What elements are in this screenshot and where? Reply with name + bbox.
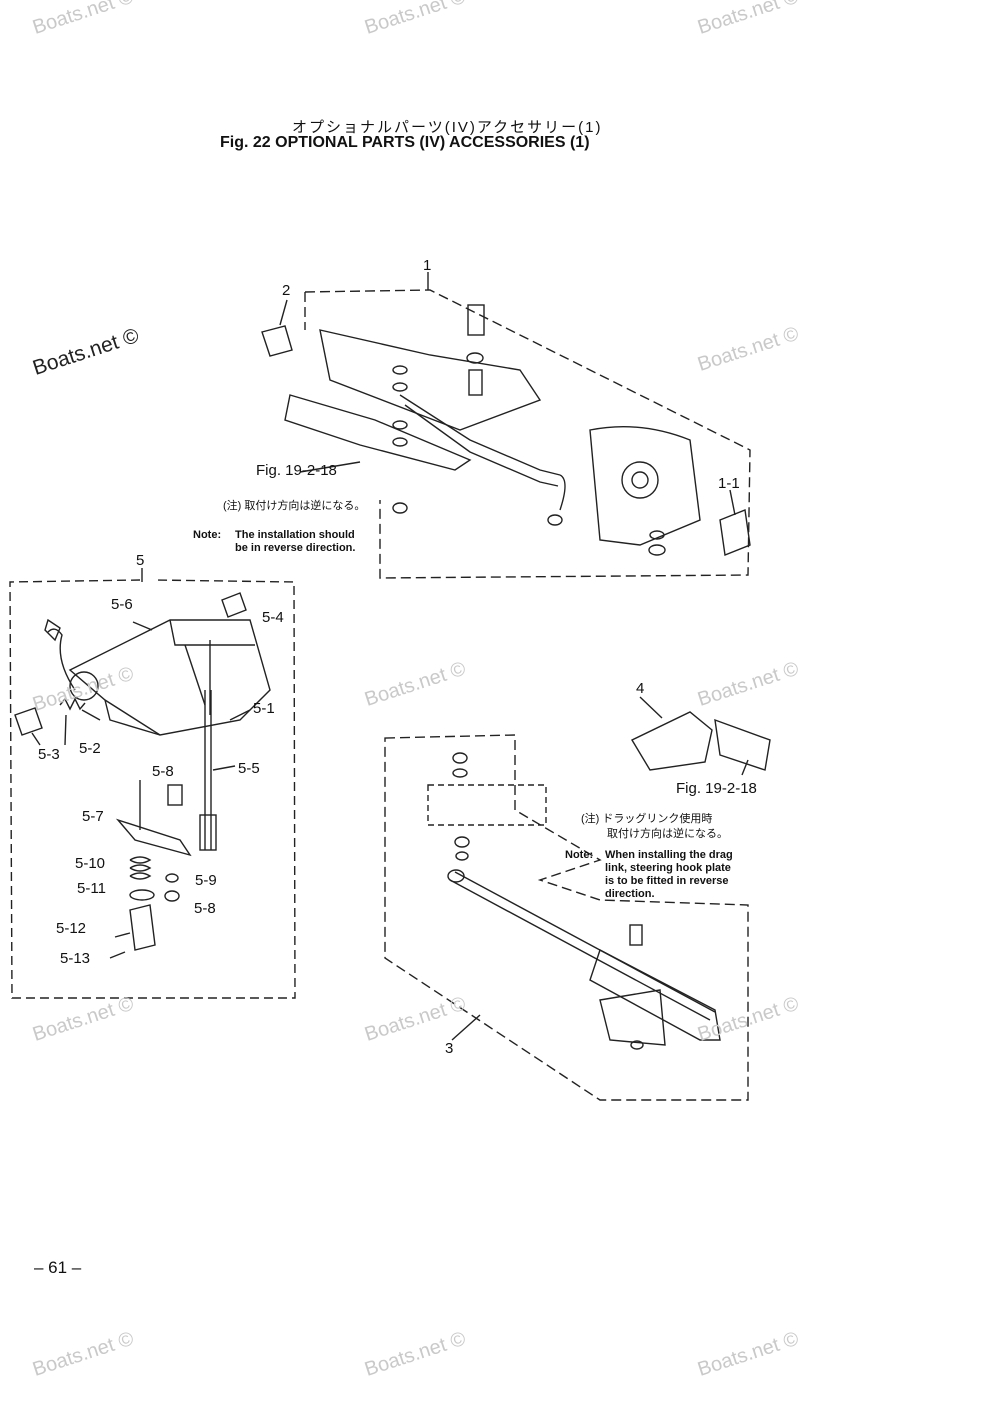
figure-reference-top: Fig. 19-2-18: [256, 462, 337, 479]
callout-5-7: 5-7: [82, 808, 104, 825]
callout-5-11: 5-11: [77, 880, 106, 897]
callout-1: 1: [423, 257, 432, 274]
figure-title: Fig. 22 OPTIONAL PARTS (IV) ACCESSORIES …: [220, 134, 590, 151]
note-2-line-1: When installing the drag: [605, 849, 733, 861]
figure-title-japanese: オプショナルパーツ(IV)アクセサリー(1): [292, 119, 603, 136]
note-2-label: Note:: [565, 849, 594, 861]
callout-5-10: 5-10: [75, 855, 106, 872]
callout-2: 2: [282, 282, 291, 299]
callout-5-6: 5-6: [111, 596, 133, 613]
note-2-line-2: link, steering hook plate: [605, 862, 731, 874]
callout-5-2: 5-2: [79, 740, 101, 757]
callout-5-9: 5-9: [195, 872, 217, 889]
callout-5-5: 5-5: [238, 760, 260, 777]
note-2-japanese-line-1: (注) ドラッグリンク使用時: [581, 813, 713, 825]
callout-5-1: 5-1: [253, 700, 275, 717]
callout-1-1: 1-1: [718, 475, 740, 492]
callout-5-3: 5-3: [38, 746, 60, 763]
figure-reference-right: Fig. 19-2-18: [676, 780, 757, 797]
page-number: – 61 –: [34, 1258, 82, 1277]
callout-5-12: 5-12: [56, 920, 87, 937]
callout-4: 4: [636, 680, 645, 697]
callout-5-13: 5-13: [60, 950, 91, 967]
callout-5-8-lower: 5-8: [194, 900, 216, 917]
note-1-line-2: be in reverse direction.: [235, 542, 356, 554]
note-1-label: Note:: [193, 529, 222, 541]
callout-5: 5: [136, 552, 145, 569]
note-2-line-4: direction.: [605, 888, 655, 900]
callout-5-8-upper: 5-8: [152, 763, 174, 780]
note-1-line-1: The installation should: [235, 529, 355, 541]
note-1-japanese: (注) 取付け方向は逆になる。: [223, 500, 366, 512]
callout-5-4: 5-4: [262, 609, 284, 626]
callout-3: 3: [445, 1040, 454, 1057]
note-2-japanese-line-2: 取付け方向は逆になる。: [607, 828, 728, 840]
note-2-line-3: is to be fitted in reverse: [605, 875, 729, 887]
